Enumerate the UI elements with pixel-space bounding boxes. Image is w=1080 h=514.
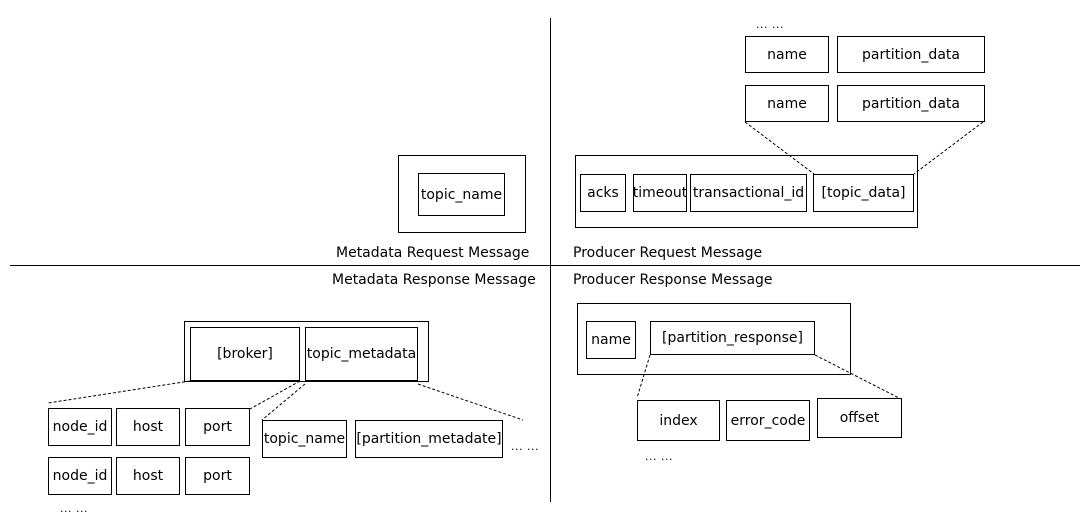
- producer-request-ellipsis: ... ...: [756, 18, 784, 31]
- horizontal-divider: [10, 265, 1080, 266]
- partition-response-offset: offset: [817, 398, 902, 438]
- producer-request-transactional-id: transactional_id: [690, 174, 807, 212]
- broker-row-1-port: port: [185, 408, 250, 446]
- broker-row-2-host: host: [116, 457, 180, 495]
- connector-topic-metadata-right: [417, 383, 524, 421]
- producer-request-caption: Producer Request Message: [573, 245, 763, 261]
- broker-row-1-host: host: [116, 408, 180, 446]
- producer-response-name: name: [586, 321, 636, 359]
- producer-request-frame: [575, 155, 918, 228]
- broker-row-1-node-id: node_id: [48, 408, 112, 446]
- topic-metadata-ellipsis: ... ...: [511, 440, 539, 453]
- broker-rows-ellipsis: ... ...: [60, 502, 88, 514]
- metadata-response-topic-metadata: topic_metadata: [305, 327, 418, 381]
- connector-broker-left: [47, 380, 191, 404]
- connector-topic-data-right: [913, 121, 984, 175]
- metadata-response-caption: Metadata Response Message: [332, 272, 536, 288]
- producer-request-timeout: timeout: [633, 174, 687, 212]
- topic-data-row-1-partition-data: partition_data: [837, 36, 985, 73]
- connector-topic-metadata-left: [261, 383, 306, 421]
- broker-row-2-port: port: [185, 457, 250, 495]
- broker-row-2-node-id: node_id: [48, 457, 112, 495]
- vertical-divider: [550, 18, 551, 502]
- producer-request-acks: acks: [580, 174, 626, 212]
- metadata-response-frame: [184, 321, 429, 382]
- producer-response-frame: [577, 303, 851, 375]
- metadata-request-topic-name: topic_name: [418, 173, 505, 216]
- partition-response-error-code: error_code: [726, 400, 810, 441]
- producer-response-caption: Producer Response Message: [573, 272, 773, 288]
- partition-response-ellipsis: ... ...: [645, 450, 673, 463]
- topic-metadata-topic-name: topic_name: [262, 420, 347, 458]
- connector-broker-right: [249, 380, 301, 410]
- topic-metadata-partition-metadate: [partition_metadate]: [355, 420, 503, 458]
- topic-data-row-2-name: name: [745, 85, 829, 122]
- topic-data-row-2-partition-data: partition_data: [837, 85, 985, 122]
- metadata-response-broker: [broker]: [190, 327, 300, 381]
- metadata-request-frame: [398, 155, 526, 233]
- producer-response-partition-response: [partition_response]: [650, 321, 815, 355]
- topic-data-row-1-name: name: [745, 36, 829, 73]
- producer-request-topic-data: [topic_data]: [813, 174, 914, 212]
- metadata-request-caption: Metadata Request Message: [336, 245, 530, 261]
- partition-response-index: index: [637, 400, 720, 441]
